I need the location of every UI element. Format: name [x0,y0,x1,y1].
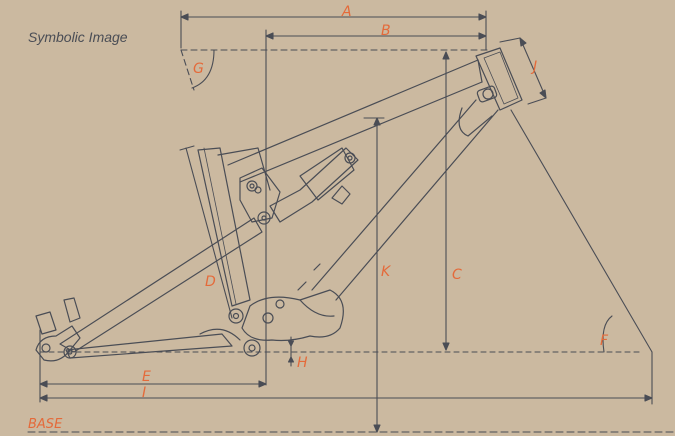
label-d: D [205,274,216,290]
dimension-i [39,351,653,405]
frame [35,47,523,362]
label-h: H [297,355,308,371]
angle-g [180,49,215,91]
label-base: BASE [28,417,63,432]
dimension-a [180,10,487,51]
label-a: A [341,4,352,20]
dimension-h [287,336,295,367]
dimension-d [179,145,233,319]
label-c: C [452,267,462,283]
label-k: K [381,264,392,280]
label-f: F [600,333,609,349]
caption: Symbolic Image [28,29,128,45]
angle-f [510,109,653,353]
label-e: E [142,369,151,385]
label-g: G [193,61,204,77]
dimension-j [499,37,547,105]
dimension-b [265,29,487,386]
label-j: J [530,59,537,75]
label-b: B [381,23,391,39]
dimension-c [442,51,450,351]
label-i: I [142,385,146,401]
